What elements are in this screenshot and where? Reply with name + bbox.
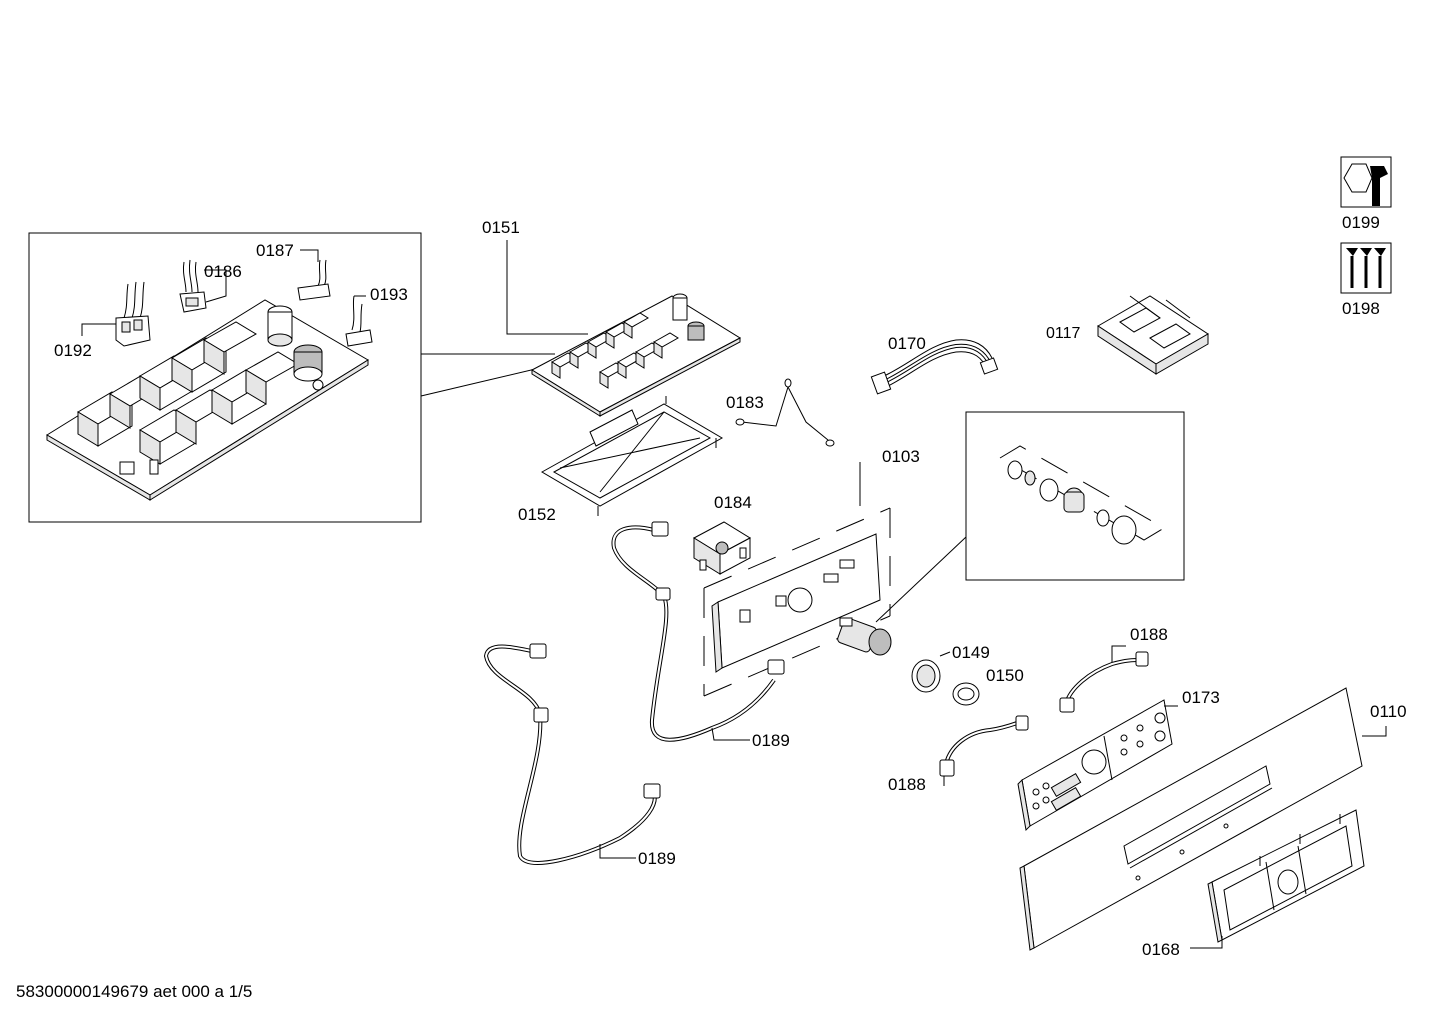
document-id: 58300000149679 aet 000 a 1/5 [16,982,253,1001]
sensor-0183 [735,378,835,447]
label-0173: 0173 [1182,688,1220,707]
pcb-detail-inset [28,232,566,523]
connector-0187 [297,259,331,301]
power-board-0151 [506,240,742,417]
label-0184: 0184 [714,493,752,512]
label-0168: 0168 [1142,940,1180,959]
cable-0189-lower [483,643,661,865]
label-0183: 0183 [726,393,764,412]
cable-0189-upper [611,521,785,742]
label-0170: 0170 [888,334,926,353]
cable-0188-upper [1059,645,1149,713]
label-0110: 0110 [1370,702,1407,721]
ribbon-cable-0170 [870,339,999,395]
switch-0184 [692,521,752,575]
ring-0150 [952,682,980,706]
connector-0186 [179,259,207,313]
label-0151: 0151 [482,218,520,237]
label-0188-lower: 0188 [888,775,926,794]
screws-icon [1340,242,1392,294]
label-0103: 0103 [882,447,920,466]
label-0149: 0149 [952,643,990,662]
ring-0149 [911,659,941,693]
bracket-0152 [540,396,724,516]
cable-0188-lower [939,715,1029,786]
label-0117: 0117 [1046,325,1081,342]
label-0150: 0150 [986,666,1024,685]
label-0199: 0199 [1342,213,1380,232]
label-0198: 0198 [1342,299,1380,318]
label-0189-upper: 0189 [752,731,790,750]
connector-0193 [345,295,373,347]
holder-0117 [1097,295,1209,375]
wrench-nut-icon [1340,156,1392,208]
connector-0192 [115,281,151,347]
label-0152: 0152 [518,505,556,524]
label-0187: 0187 [256,241,294,260]
cover-frame-0168 [1190,809,1365,949]
knob-detail-inset [875,411,1185,623]
label-0189-lower: 0189 [638,849,676,868]
rotary-encoder [837,617,892,656]
label-0193: 0193 [370,285,408,304]
label-0188-upper: 0188 [1130,625,1168,644]
display-board-0173 [1017,699,1178,832]
label-0192: 0192 [54,341,92,360]
label-0186: 0186 [204,262,242,281]
front-panel-0110 [1019,687,1387,951]
panel-frame-0103 [703,462,891,697]
